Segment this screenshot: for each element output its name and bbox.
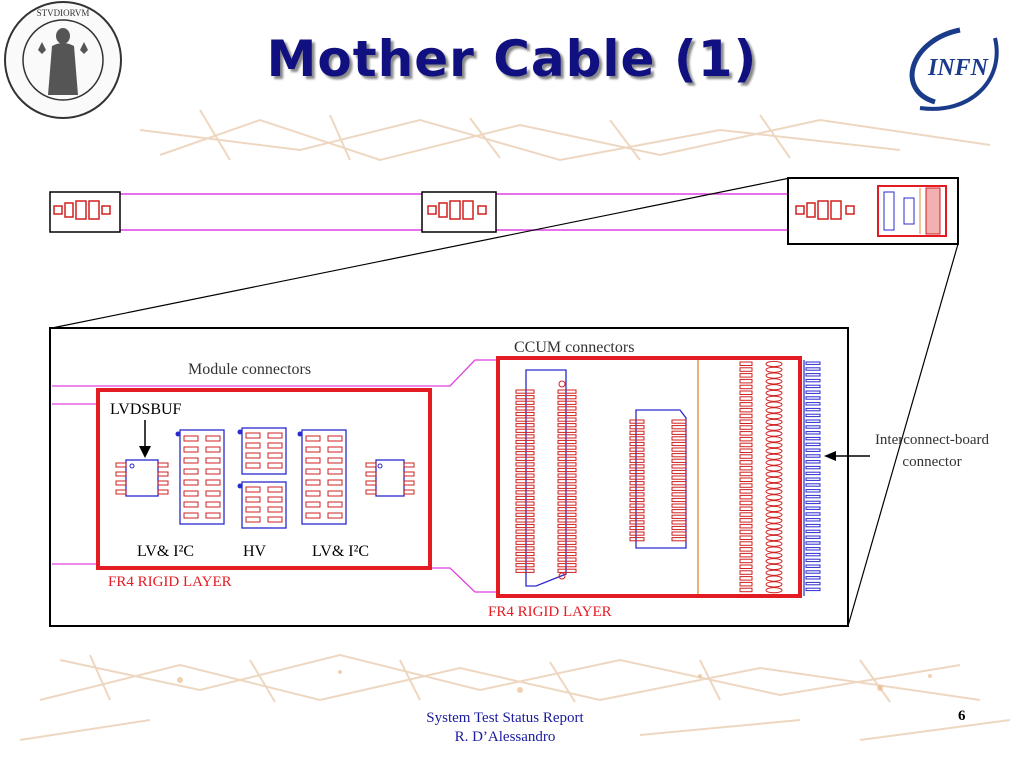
infn-logo: INFN	[909, 27, 999, 111]
module-connectors-label: Module connectors	[188, 361, 311, 378]
infn-logo-text: INFN	[927, 55, 990, 81]
zoom-lines	[51, 177, 959, 627]
hv-connector	[237, 427, 287, 529]
lv-i2c-right-label: LV& I²C	[312, 543, 369, 560]
slide-title: Mother Cable (1)	[266, 30, 758, 88]
top-texture-band	[139, 109, 991, 162]
bottom-texture-band	[19, 653, 1011, 741]
texture-dots	[177, 670, 932, 693]
connector-pads	[183, 432, 343, 523]
lvdsbuf-label: LVDSBUF	[110, 401, 182, 418]
footer-line-2: R. D’Alessandro	[454, 729, 556, 745]
seal-lettering: STVDIORVM	[37, 8, 90, 18]
cable-overview	[49, 177, 959, 245]
hv-label: HV	[243, 543, 267, 560]
ccum-connectors-label: CCUM connectors	[514, 339, 634, 356]
flex-traces	[52, 359, 500, 593]
lvdsbuf-chip-right	[365, 459, 415, 497]
slide-footer: System Test Status Report R. D’Alessandr…	[380, 709, 630, 747]
ccum-pads	[515, 389, 687, 573]
lv-i2c-connector-left	[175, 429, 225, 525]
detail-view-frame	[49, 327, 849, 627]
module-connector-box-2	[421, 191, 497, 233]
mini-chips-2	[427, 200, 487, 220]
page-number: 6	[958, 708, 966, 724]
footer-line-1: System Test Status Report	[426, 710, 584, 726]
mini-chips-3	[795, 200, 855, 220]
interconnect-arrow	[824, 451, 870, 461]
lvdsbuf-chip	[115, 420, 169, 497]
mini-chips-1	[53, 200, 111, 220]
interconnect-label-line2: connector	[902, 454, 961, 470]
left-rigid-layer	[96, 388, 432, 570]
right-rigid-layer	[496, 356, 802, 598]
mini-ccum-board	[877, 185, 947, 237]
interconnect-edge-pads	[739, 360, 821, 596]
lv-i2c-connector-right	[297, 429, 347, 525]
fr4-right-label: FR4 RIGID LAYER	[488, 604, 612, 620]
fr4-left-label: FR4 RIGID LAYER	[108, 574, 232, 590]
lv-i2c-left-label: LV& I²C	[137, 543, 194, 560]
university-seal-logo: STVDIORVM	[4, 1, 122, 119]
interconnect-label-line1: Interconnect-board	[875, 432, 990, 448]
